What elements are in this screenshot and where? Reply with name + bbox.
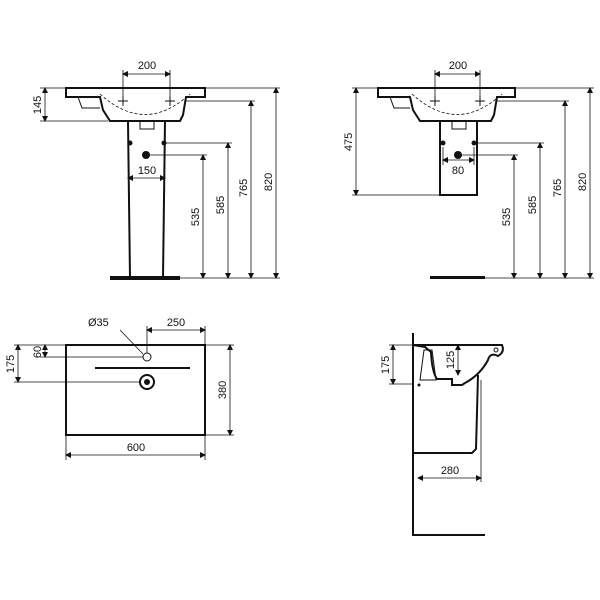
dim-tap-offset: 250 (167, 317, 185, 329)
bowl-hidden-line (99, 93, 191, 115)
dim-width: 600 (127, 442, 145, 454)
supply-point-icon (440, 140, 446, 146)
dim-pedestal-projection: 280 (441, 465, 459, 477)
supply-point-icon (471, 140, 477, 146)
basin-outline (377, 87, 516, 122)
basin-plan-outline (65, 344, 206, 436)
dim-tap-spacing: 200 (449, 60, 467, 72)
semi-pedestal-view: 200 475 80 535 585 765 820 (343, 60, 594, 279)
basin-outline (65, 87, 206, 122)
pedestal-base (110, 276, 180, 280)
semi-pedestal (439, 121, 478, 196)
tap-hole-mark (118, 96, 175, 106)
supply-point-icon (161, 140, 167, 146)
basin-side-outline (412, 344, 504, 386)
side-view: 175 125 280 (380, 333, 504, 536)
wall-and-pedestal-outline (412, 333, 485, 536)
dim-pedestal-width: 80 (452, 165, 464, 177)
dim-pedestal-width: 150 (138, 165, 156, 177)
dim-tap-spacing: 200 (138, 60, 156, 72)
tap-hole-icon (142, 352, 152, 362)
dim-depth-to-waste: 175 (5, 355, 17, 373)
front-view: 200 145 150 535 585 765 820 (32, 60, 280, 280)
dim-waste-height: 535 (501, 208, 513, 226)
dim-rim-height: 820 (577, 173, 589, 191)
dim-depth-to-tap: 60 (32, 346, 44, 358)
plan-view: Ø35 250 175 60 380 600 (5, 317, 234, 460)
dim-rim-to-outlet: 175 (380, 356, 392, 374)
soap-recess (77, 96, 100, 109)
pedestal (127, 120, 166, 279)
dim-bowl-height: 765 (552, 179, 564, 197)
dim-depth: 380 (217, 381, 229, 399)
dim-tap-hole-diameter: Ø35 (88, 317, 109, 329)
dim-waste-height: 535 (190, 208, 202, 226)
dim-bowl-height: 765 (238, 179, 250, 197)
floor-line (430, 276, 485, 279)
dim-rim-height: 820 (263, 173, 275, 191)
dim-basin-depth: 145 (32, 96, 44, 114)
dim-supply-height: 585 (527, 196, 539, 214)
dim-bowl-depth: 125 (445, 351, 457, 369)
waste-point-icon (454, 151, 462, 159)
overflow (139, 120, 155, 130)
dim-semi-pedestal-height: 475 (343, 133, 355, 151)
dim-supply-height: 585 (215, 196, 227, 214)
supply-point-icon (127, 140, 133, 146)
pedestal-side (413, 374, 479, 454)
waste-point-icon (142, 151, 150, 159)
